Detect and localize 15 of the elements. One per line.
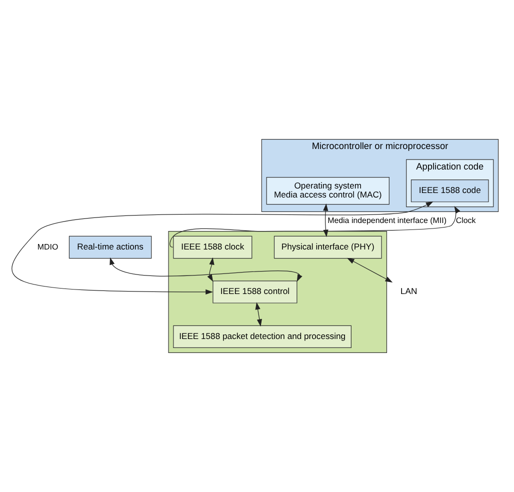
node-text: LAN (400, 286, 417, 296)
arrow (346, 258, 392, 282)
node-box: Physical interface (PHY) (273, 236, 382, 259)
node-box: Operating system Media access control (MAC) (266, 177, 389, 205)
node-box: IEEE 1588 control (212, 280, 297, 304)
arrow (322, 203, 328, 238)
node-box: IEEE 1588 packet detection and processing (172, 325, 351, 348)
arrow (11, 202, 433, 295)
node-box: IEEE 1588 code (410, 180, 488, 202)
arrow (254, 302, 262, 327)
arrow (206, 257, 214, 282)
arrow (169, 206, 460, 248)
arrow (109, 257, 302, 282)
node-box: IEEE 1588 clock (172, 236, 252, 259)
node-box: Real-time actions (68, 236, 152, 259)
